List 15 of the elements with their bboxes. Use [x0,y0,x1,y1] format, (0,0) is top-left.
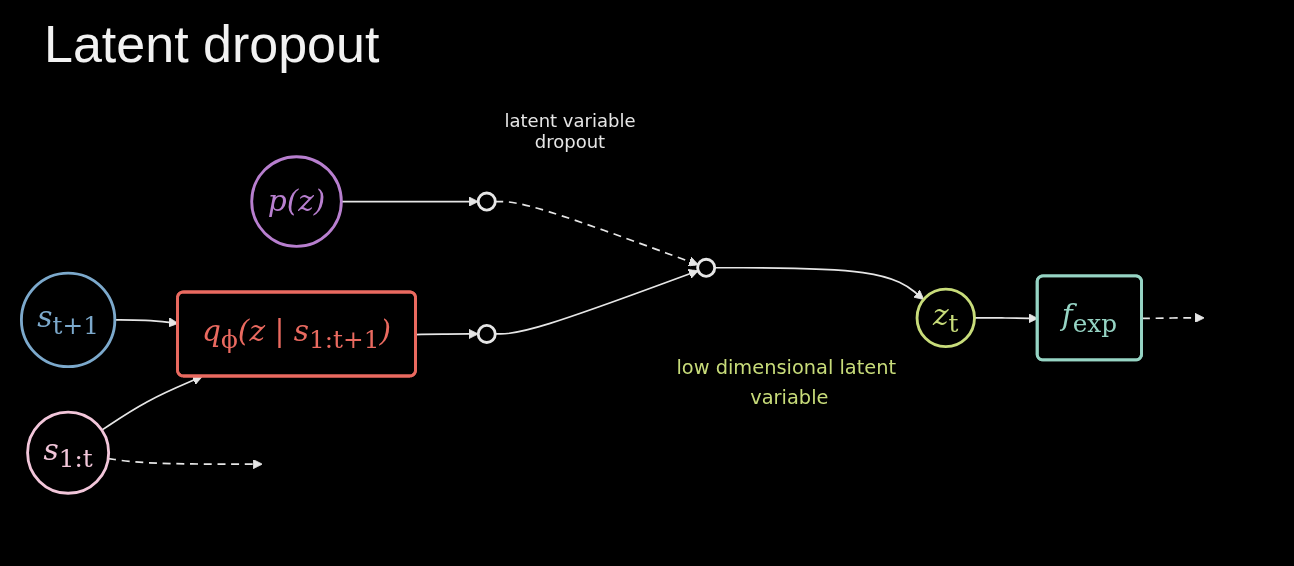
annotation-text: latent variable dropout [503,110,637,152]
node-circle [696,257,717,278]
node-circle [476,324,497,344]
node-circle: s$_{1:t}$ [26,410,111,495]
arrow [494,269,699,335]
arrow [1141,312,1205,323]
arrow [415,328,479,339]
node-circle [476,191,497,212]
node-label: low dimensional latent variable [676,355,897,408]
arrow [494,200,699,267]
node-circle: z$_{t}$ [915,287,976,349]
node-circle: p(z) [250,155,343,248]
node-circle: s$_{t+1}$ [19,271,117,369]
arrow [100,375,203,431]
slide-title: Latent dropout [44,14,380,74]
